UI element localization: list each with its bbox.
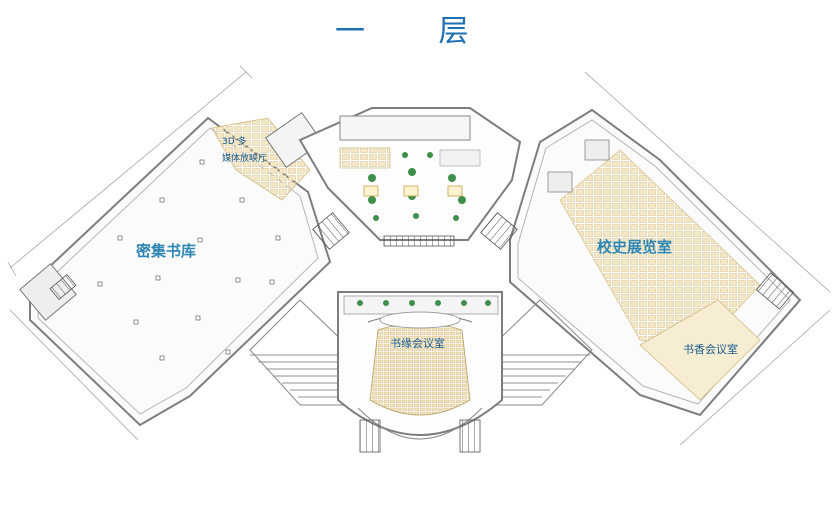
left-wing-columns	[97, 159, 281, 361]
floor-title: 一 层	[335, 14, 501, 49]
room-label-3d-multimedia-line2: 媒体放映厅	[222, 154, 268, 164]
room-label-compact-stacks: 密集书库	[136, 242, 197, 260]
connector-stairs	[312, 212, 518, 250]
room-label-shuyuan-conference: 书缘会议室	[390, 337, 445, 350]
room-label-shuxiang-conference: 书香会议室	[683, 343, 738, 356]
room-label-school-history-exhibition: 校史展览室	[597, 238, 673, 256]
central-hall	[298, 107, 522, 247]
dimension-lines	[7, 65, 831, 446]
right-wing	[509, 108, 802, 417]
lecture-hall	[337, 291, 503, 453]
left-wing	[19, 116, 332, 427]
room-label-3d-multimedia-line1: 3D 多	[222, 137, 247, 147]
multimedia-room	[211, 111, 324, 201]
